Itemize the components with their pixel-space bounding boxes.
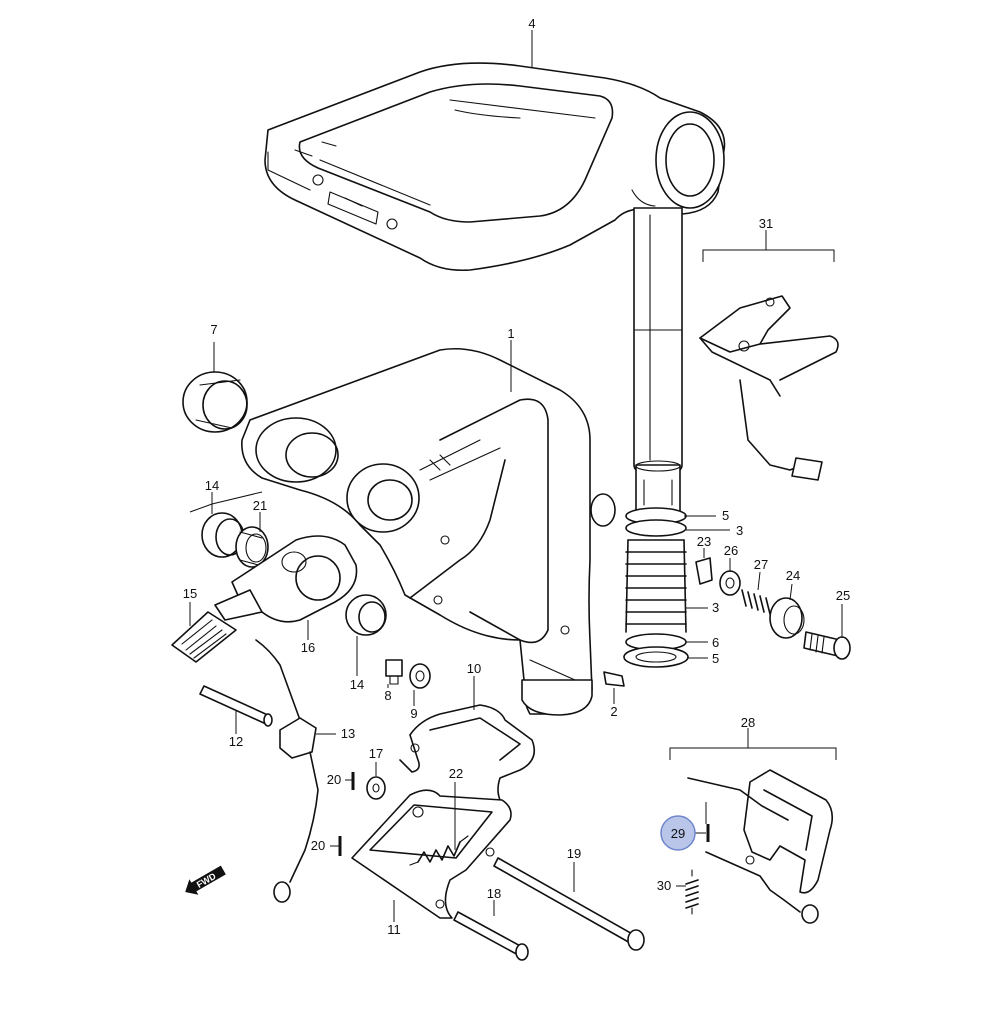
callout-3-bottom: 3 (712, 600, 719, 615)
grease-nipple-part-2 (603, 671, 625, 687)
callout-13: 13 (341, 726, 355, 741)
callout-20-lower: 20 (311, 838, 325, 853)
callout-30: 30 (657, 878, 671, 893)
pin-part-19 (493, 857, 645, 951)
callout-4: 4 (528, 16, 535, 31)
washer-part-26 (719, 570, 741, 596)
callout-5-bottom: 5 (712, 651, 719, 666)
callout-5-top: 5 (722, 508, 729, 523)
knob-part-24 (769, 597, 805, 639)
callout-25: 25 (836, 588, 850, 603)
callout-11: 11 (387, 922, 401, 937)
shaft-washers-and-bushings (623, 507, 689, 668)
pin-part-18 (453, 911, 529, 961)
callout-9: 9 (410, 706, 417, 721)
swivel-bracket-part-1 (241, 347, 616, 716)
leader-lines (189, 30, 843, 922)
callout-29: 29 (671, 826, 685, 841)
callout-8: 8 (384, 688, 391, 703)
callout-10: 10 (467, 661, 481, 676)
callout-17: 17 (369, 746, 383, 761)
spring-part-30 (685, 869, 699, 915)
callout-3-top: 3 (736, 523, 743, 538)
callout-20-upper: 20 (327, 772, 341, 787)
callout-7: 7 (210, 322, 217, 337)
callout-labels: 4 31 7 1 14 21 15 16 14 8 9 2 5 3 23 26 … (183, 16, 850, 937)
bolt-part-8 (385, 659, 403, 685)
cover-part-16 (214, 535, 358, 623)
tilt-lever-assembly-part-28 (687, 769, 834, 924)
callout-24: 24 (786, 568, 800, 583)
callout-6: 6 (712, 635, 719, 650)
callout-1: 1 (507, 326, 514, 341)
callout-19: 19 (567, 846, 581, 861)
callout-22: 22 (449, 766, 463, 781)
washer-part-9 (409, 663, 431, 689)
callout-21: 21 (253, 498, 267, 513)
plate-part-15 (171, 611, 237, 663)
spring-washer-part-21 (235, 526, 269, 568)
callout-28: 28 (741, 715, 755, 730)
clip-part-23 (695, 557, 713, 585)
tilt-lock-assembly-part-31 (699, 295, 839, 481)
lever-part-13 (255, 639, 319, 903)
callout-23: 23 (697, 534, 711, 549)
callout-2: 2 (610, 704, 617, 719)
forward-direction-badge: FWD (185, 865, 226, 895)
callout-31: 31 (759, 216, 773, 231)
callout-26: 26 (724, 543, 738, 558)
callout-highlight-29[interactable] (660, 815, 696, 851)
clamp-bushing-part-14-bottom (345, 594, 387, 636)
pin-part-12 (199, 685, 273, 727)
callout-27: 27 (754, 557, 768, 572)
bracket-part-11 (351, 789, 512, 919)
spring-part-27 (741, 589, 771, 615)
callout-12: 12 (229, 734, 243, 749)
callout-16: 16 (301, 640, 315, 655)
callout-15: 15 (183, 586, 197, 601)
bushing-part-7 (182, 371, 248, 433)
washer-part-17 (366, 776, 386, 800)
bracket-part-10 (399, 704, 536, 806)
bolt-part-25 (803, 631, 851, 660)
steering-shaft (633, 207, 683, 522)
callout-18: 18 (487, 886, 501, 901)
spring-part-22 (409, 835, 469, 866)
callout-14-top: 14 (205, 478, 219, 493)
callout-14-bottom: 14 (350, 677, 364, 692)
